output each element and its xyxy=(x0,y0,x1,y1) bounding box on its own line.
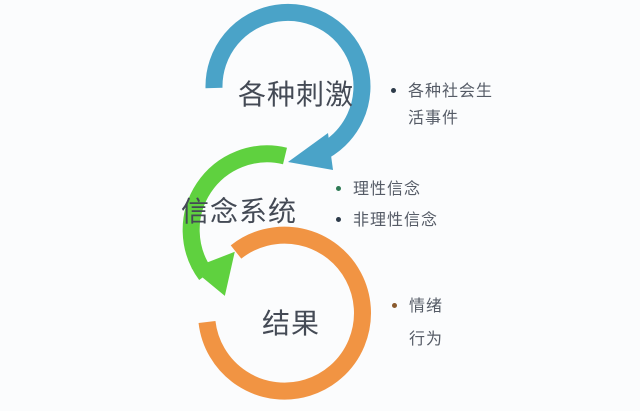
result-label: 结果 xyxy=(262,307,321,340)
belief-bullets: 理性信念 非理性信念 xyxy=(333,175,438,233)
bullet-emotion: 情绪 xyxy=(389,292,443,319)
bullet-dot-icon xyxy=(336,186,341,191)
bullet-dot-icon xyxy=(391,88,396,93)
result-ring-arrow xyxy=(198,226,371,400)
stimulus-bullets: 各种社会生 活事件 xyxy=(388,77,493,131)
bullet-behavior: 行为 xyxy=(409,329,444,348)
bullet-dot-icon xyxy=(392,303,397,308)
result-bullets: 情绪 行为 xyxy=(389,292,443,352)
bullet-rational-belief: 理性信念 xyxy=(333,175,438,202)
belief-ring-arrow xyxy=(182,145,287,296)
stimulus-arrowhead-icon xyxy=(288,133,333,170)
belief-label: 信念系统 xyxy=(181,195,298,228)
bullet-social-events: 各种社会生 xyxy=(388,77,493,104)
stimulus-label: 各种刺激 xyxy=(238,78,355,111)
bullet-dot-icon xyxy=(336,217,341,222)
belief-arrowhead-icon xyxy=(191,251,235,296)
stimulus-ring-arrow xyxy=(205,3,371,170)
bullet-social-events-cont: 活事件 xyxy=(408,108,460,127)
bullet-irrational-belief: 非理性信念 xyxy=(333,206,438,233)
